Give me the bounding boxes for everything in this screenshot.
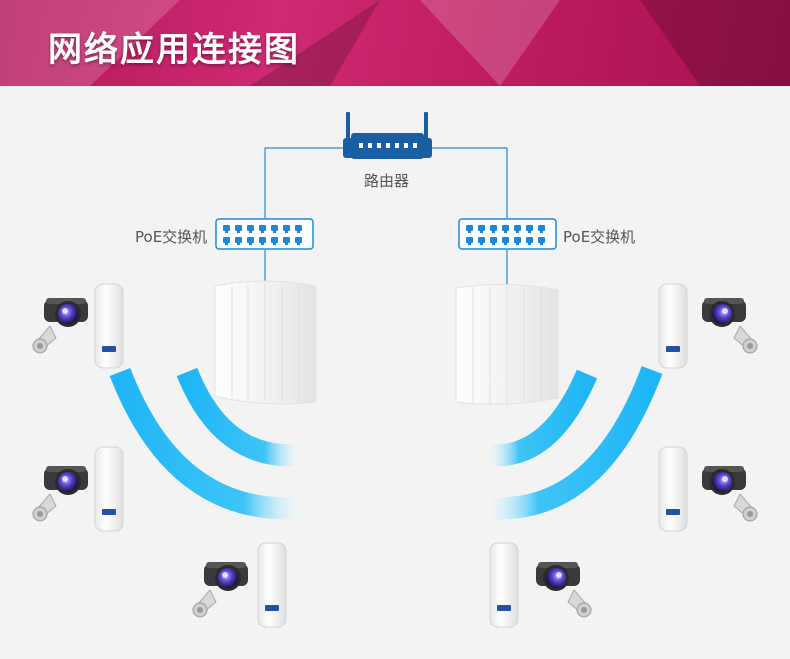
link-router-right-switch xyxy=(432,147,508,218)
camera-icon-left-middle xyxy=(32,465,89,522)
poe-switch-right-label: PoE交换机 xyxy=(563,228,636,246)
router-icon xyxy=(343,112,432,159)
cpe-device-right-top xyxy=(658,283,688,369)
link-router-left-switch xyxy=(264,147,343,218)
poe-switch-left-icon xyxy=(215,218,314,250)
access-point-left xyxy=(214,280,317,405)
poe-switch-left-label: PoE交换机 xyxy=(135,228,208,246)
header-banner: 网络应用连接图 xyxy=(0,0,790,86)
access-point-right xyxy=(455,283,559,405)
camera-icon-right-top xyxy=(701,297,758,354)
wireless-signal-left xyxy=(109,367,299,520)
camera-icon-right-bottom xyxy=(535,561,592,618)
cpe-device-left-top xyxy=(94,283,124,369)
link-lines xyxy=(264,147,508,288)
cpe-device-left-middle xyxy=(94,446,124,532)
camera-icon-left-top xyxy=(32,297,89,354)
cpe-device-right-middle xyxy=(658,446,688,532)
router-label: 路由器 xyxy=(364,172,410,190)
banner-pattern xyxy=(0,0,790,86)
cpe-device-right-bottom xyxy=(489,542,519,628)
camera-icon-right-middle xyxy=(701,465,758,522)
poe-switch-right-icon xyxy=(458,218,557,250)
page-title: 网络应用连接图 xyxy=(48,30,300,70)
camera-icon-left-bottom xyxy=(192,561,249,618)
wireless-signal-right xyxy=(489,366,663,520)
cpe-device-left-bottom xyxy=(257,542,287,628)
